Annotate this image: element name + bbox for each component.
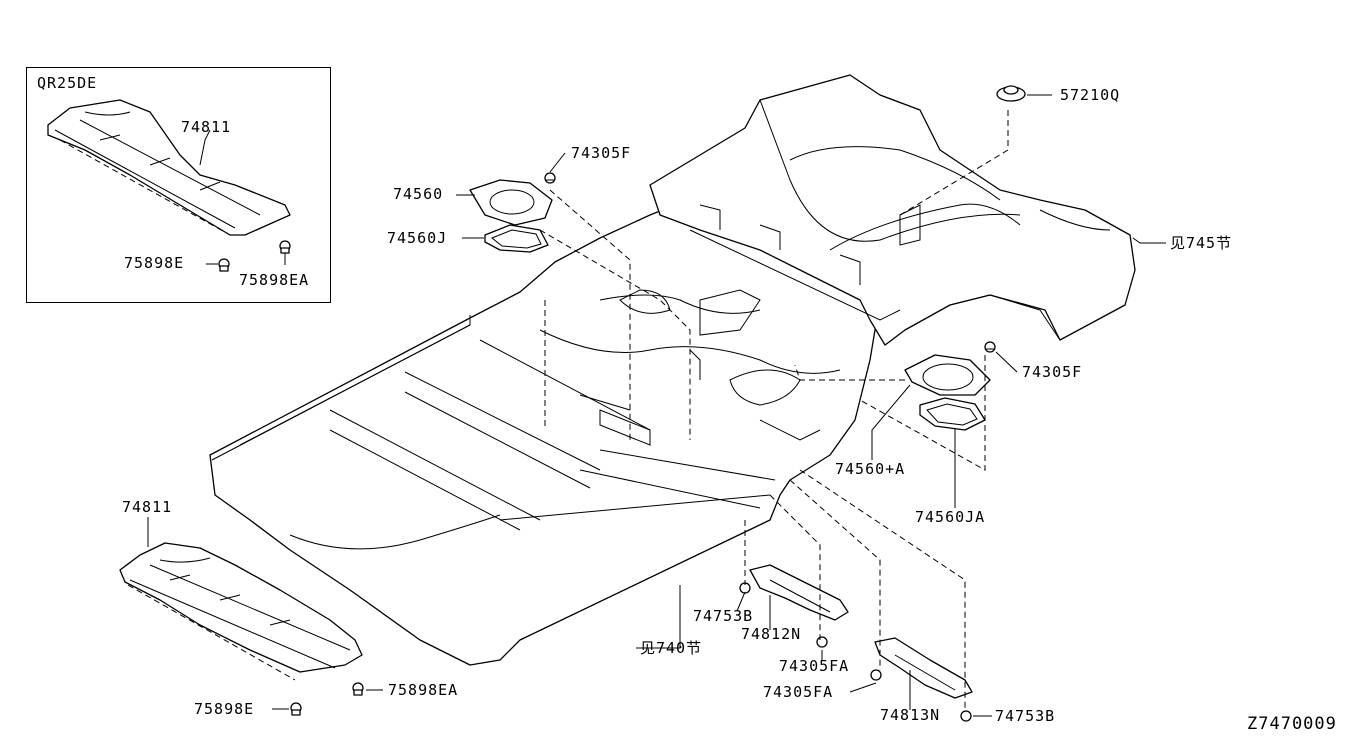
label-74305fa-1: 74305FA bbox=[779, 657, 850, 675]
label-inset-75898e: 75898E bbox=[124, 254, 185, 272]
label-57210q: 57210Q bbox=[1060, 86, 1121, 104]
bolt-75898e bbox=[290, 702, 302, 716]
inset-frame bbox=[26, 67, 331, 303]
plug-57210q bbox=[996, 85, 1026, 102]
hole-cover-74560 bbox=[469, 179, 553, 226]
inset-cover-qr25de bbox=[47, 99, 291, 236]
clip-74753b-bot bbox=[960, 710, 972, 722]
label-74753b-mid: 74753B bbox=[693, 607, 754, 625]
label-74560: 74560 bbox=[393, 185, 444, 203]
label-74560j: 74560J bbox=[387, 229, 448, 247]
label-74305f-top: 74305F bbox=[571, 144, 632, 162]
bracket-74813n bbox=[874, 637, 973, 699]
floor-panel bbox=[209, 169, 881, 666]
fasteners bbox=[218, 172, 996, 722]
label-74560ja: 74560JA bbox=[915, 508, 986, 526]
label-inset-74811: 74811 bbox=[181, 118, 232, 136]
label-74305f-right: 74305F bbox=[1022, 363, 1083, 381]
label-inset-75898ea: 75898EA bbox=[239, 271, 310, 289]
rear-floor-panel bbox=[649, 74, 1136, 346]
label-ref-740: 见740节 bbox=[640, 639, 703, 657]
leader-lines bbox=[147, 94, 1166, 717]
label-ref-745: 见745节 bbox=[1170, 234, 1233, 252]
clip-74305fa-1 bbox=[816, 636, 828, 648]
clip-74305f-top bbox=[544, 172, 556, 184]
label-74305fa-2: 74305FA bbox=[763, 683, 834, 701]
assembly-lines bbox=[539, 110, 1009, 712]
clip-74305fa-2 bbox=[870, 669, 882, 681]
label-74811: 74811 bbox=[122, 498, 173, 516]
inset-engine-label: QR25DE bbox=[37, 74, 98, 92]
bracket-74812n bbox=[749, 564, 849, 621]
bolt-75898ea bbox=[352, 682, 364, 696]
label-75898ea: 75898EA bbox=[388, 681, 459, 699]
label-74812n: 74812N bbox=[741, 625, 802, 643]
label-74560a: 74560+A bbox=[835, 460, 906, 478]
gasket-74560ja bbox=[919, 397, 986, 431]
label-75898e: 75898E bbox=[194, 700, 255, 718]
clip-74305f-right bbox=[984, 341, 996, 353]
label-74753b-bot: 74753B bbox=[995, 707, 1056, 725]
hole-cover-74560a bbox=[904, 354, 991, 396]
bolt-75898e-inset bbox=[218, 258, 230, 272]
bolt-75898ea-inset bbox=[279, 240, 291, 254]
gasket-74560j bbox=[484, 224, 549, 253]
label-74813n: 74813N bbox=[880, 706, 941, 724]
diagram-code: Z7470009 bbox=[1247, 714, 1337, 734]
front-under-cover bbox=[119, 542, 363, 681]
